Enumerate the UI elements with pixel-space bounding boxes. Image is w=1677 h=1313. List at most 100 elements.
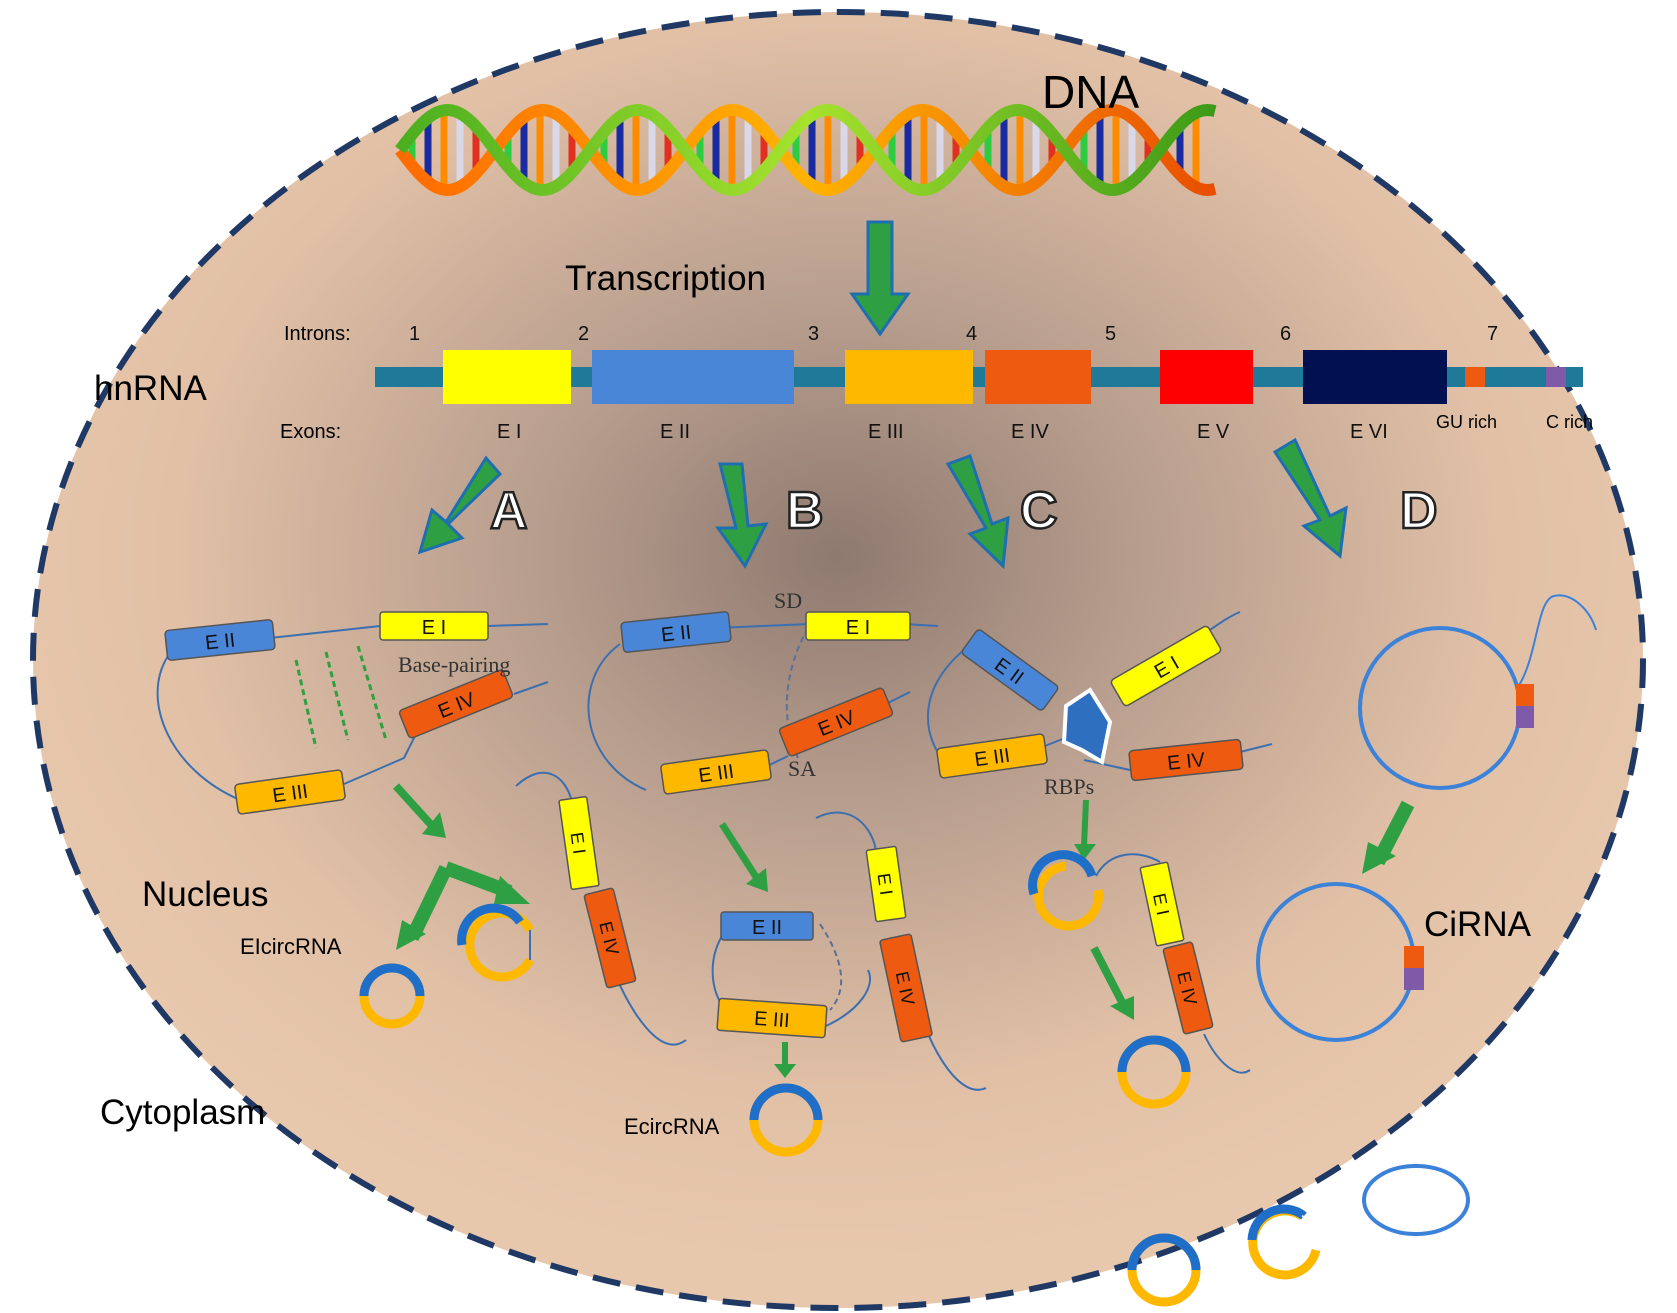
- pa-e3: E III: [234, 769, 346, 815]
- pb-loop-e2: E II: [720, 911, 814, 941]
- exon-names: E I E II E III E IV E V E VI: [497, 421, 1388, 443]
- pa-e1: E I: [379, 611, 489, 641]
- transcription-label: Transcription: [565, 259, 766, 298]
- rbp-shape: [1061, 687, 1113, 766]
- pb-loop-e3: E III: [716, 997, 828, 1039]
- transcription-arrow: [849, 220, 911, 337]
- exon-label: E III: [753, 1008, 790, 1032]
- cyto-open-ring: [1247, 1204, 1323, 1280]
- exon-label: E I: [874, 872, 897, 897]
- rbps-label: RBPs: [1044, 774, 1094, 799]
- intron-number: 5: [1105, 323, 1116, 345]
- pathway-letter: C: [1020, 482, 1058, 540]
- cytoplasm-circles: [1127, 1164, 1470, 1307]
- pa-lin-e4: E IV: [583, 887, 637, 989]
- intron-number: 2: [578, 323, 589, 345]
- intron-line: [487, 623, 549, 627]
- pa-lin-e1: E I: [558, 795, 600, 891]
- exon-e5-box: [1160, 350, 1253, 404]
- pc-lin-e4: E IV: [1162, 941, 1214, 1035]
- exon-name: E VI: [1350, 421, 1388, 443]
- pb-e2: E II: [620, 611, 732, 653]
- c-rich-marker: [1546, 367, 1566, 387]
- exon-label: E II: [752, 917, 782, 939]
- pb-lin-e1: E I: [865, 845, 907, 923]
- intron-number: 1: [409, 323, 420, 345]
- pathway-arrows: [417, 437, 1348, 570]
- exon-e6-box: [1303, 350, 1447, 404]
- exon-name: E II: [660, 421, 690, 443]
- pb-e3: E III: [660, 749, 772, 795]
- cell-membrane: [30, 9, 1646, 1311]
- ecircrna-label: EcircRNA: [624, 1114, 720, 1139]
- elcircrna-label: EIcircRNA: [240, 934, 342, 959]
- exon-label: E III: [973, 745, 1011, 772]
- exon-name: E IV: [1011, 421, 1049, 443]
- exon-e2-box: [592, 350, 794, 404]
- exon-name: E III: [868, 421, 904, 443]
- pathway-c: E II E I E III E IV RBPs E I E IV: [926, 611, 1273, 1109]
- intron-line: [269, 625, 381, 639]
- exon-e4-box: [985, 350, 1091, 404]
- exon-label: E IV: [1166, 749, 1207, 775]
- c-rich-label: C rich: [1546, 412, 1593, 432]
- exon-label: E III: [271, 781, 309, 808]
- circ-ring-c: [1117, 1035, 1191, 1109]
- sd-label: SD: [774, 588, 802, 613]
- exon-e1-box: [443, 350, 571, 404]
- pa-e2: E II: [164, 619, 276, 661]
- intron-number: 4: [966, 323, 977, 345]
- ecircrna-ring: [749, 1083, 823, 1157]
- gu-rich-marker: [1465, 367, 1485, 387]
- sa-label: SA: [788, 756, 816, 781]
- exons-label: Exons:: [280, 421, 341, 443]
- pathway-letter: D: [1400, 482, 1438, 540]
- arrow-b: [715, 462, 769, 569]
- nucleus-label: Nucleus: [142, 875, 268, 914]
- pathway-letter: B: [786, 482, 824, 540]
- exon-e3-box: [845, 350, 973, 404]
- pc-e4: E IV: [1128, 738, 1244, 782]
- arrow-a: [417, 455, 503, 555]
- cirna-label: CiRNA: [1424, 905, 1532, 944]
- exon-label: E II: [204, 629, 236, 654]
- intron-line: [513, 681, 549, 695]
- exon-name: E V: [1197, 421, 1230, 443]
- exon-label: E II: [660, 621, 692, 646]
- pa-e4: E IV: [398, 669, 514, 739]
- pathway-letter: A: [490, 482, 528, 540]
- intron-number: 7: [1487, 323, 1498, 345]
- intron-number: 3: [808, 323, 819, 345]
- dna-title: DNA: [1042, 66, 1139, 118]
- exon-label: E I: [567, 831, 590, 856]
- dna-helix: [395, 103, 1217, 197]
- introns-label: Introns:: [284, 323, 351, 345]
- open-circle-a: [457, 903, 534, 982]
- pathway-a: E II E I E IV E III Base-pairing E I: [142, 611, 687, 1046]
- pc-lin-e1: E I: [1139, 861, 1185, 947]
- exon-label: E I: [1149, 891, 1173, 917]
- elcircrna-ring: [359, 963, 425, 1029]
- cyto-ring: [1127, 1233, 1201, 1307]
- hnrna-label: hnRNA: [94, 369, 207, 408]
- pathway-letters: A B C D: [489, 481, 1439, 542]
- exon-label: E I: [846, 617, 870, 639]
- pc-e3: E III: [936, 733, 1048, 779]
- cytoplasm-label: Cytoplasm: [100, 1093, 265, 1132]
- cyto-cirna: [1362, 1164, 1470, 1236]
- arrow-d: [1272, 437, 1348, 559]
- open-circle-c: [1028, 850, 1161, 931]
- gu-rich-label: GU rich: [1436, 412, 1497, 432]
- pc-e2: E II: [961, 629, 1059, 711]
- exon-label: E I: [422, 617, 446, 639]
- intron-line: [156, 655, 241, 801]
- pathway-d: CiRNA: [1256, 594, 1597, 1042]
- arrow-c: [945, 454, 1010, 570]
- intron-numbers: 1 2 3 4 5 6 7: [409, 323, 1498, 345]
- pb-e1: E I: [805, 611, 911, 641]
- pb-lin-e4: E IV: [879, 933, 933, 1043]
- intron-number: 6: [1280, 323, 1291, 345]
- exon-name: E I: [497, 421, 521, 443]
- exon-label: E III: [697, 761, 735, 788]
